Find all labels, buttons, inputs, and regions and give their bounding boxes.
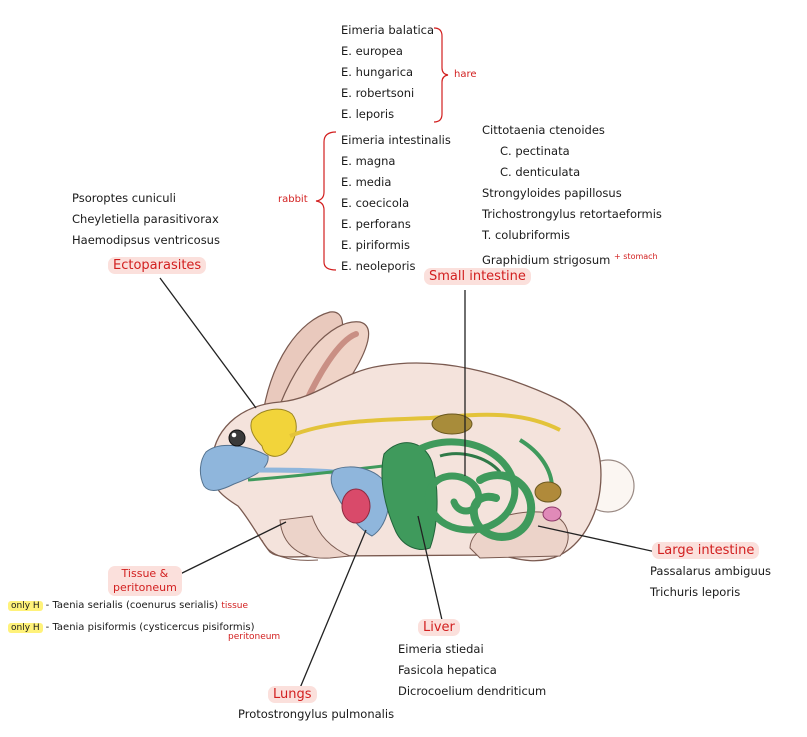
list-item: E. piriformis <box>341 238 410 252</box>
list-item: Psoroptes cuniculi <box>72 191 176 205</box>
tissue-title-line2: peritoneum <box>113 581 177 594</box>
list-item: Graphidium strigosum + stomach <box>482 246 662 271</box>
list-item: Trichuris leporis <box>650 585 741 599</box>
tissue-peritoneum-title: Tissue & peritoneum <box>108 566 182 596</box>
list-item: Cittotaenia ctenoides <box>482 123 605 137</box>
list-item: T. colubriformis <box>482 228 571 242</box>
rabbit-label: rabbit <box>278 194 308 205</box>
rabbit-caecum <box>534 481 562 503</box>
large-intestine-title: Large intestine <box>652 542 760 559</box>
tissue-title-line1: Tissue & <box>121 567 169 580</box>
list-item: Eimeria intestinalis <box>341 133 451 147</box>
tissue-item-2: only H- Taenia pisiformis (cysticercus p… <box>8 617 255 639</box>
list-item: E. hungarica <box>341 65 414 79</box>
graphidium-label: Graphidium strigosum <box>482 252 611 267</box>
liver-title: Liver <box>418 619 460 636</box>
taenia-serialis-text: - Taenia serialis (coenurus serialis) <box>45 600 219 611</box>
hare-species-list: Eimeria balatica E. europea E. hungarica… <box>341 20 434 125</box>
list-item: E. europea <box>341 44 403 58</box>
tissue-item-1: only H- Taenia serialis (coenurus serial… <box>8 595 248 617</box>
liver-pointer <box>417 515 443 621</box>
small-intestine-species-list: Cittotaenia ctenoides C. pectinata C. de… <box>482 120 662 271</box>
list-item: Haemodipsus ventricosus <box>72 233 220 247</box>
rabbit-nasal-cavity <box>199 444 269 491</box>
list-item: Fasicola hepatica <box>398 663 497 677</box>
list-item: E. coecicola <box>341 196 410 210</box>
taenia-pisiformis-text: - Taenia pisiformis (cysticercus pisifor… <box>45 622 255 633</box>
rabbit-bladder <box>542 506 562 522</box>
rabbit-spinal-cord <box>289 412 561 438</box>
list-item: E. leporis <box>341 107 395 121</box>
list-item: C. pectinata <box>500 144 570 158</box>
rabbit-brain <box>250 408 297 457</box>
list-item: E. perforans <box>341 217 411 231</box>
rabbit-species-list: Eimeria intestinalis E. magna E. media E… <box>341 130 451 277</box>
rabbit-eye <box>228 429 246 447</box>
list-item: Cheyletiella parasitivorax <box>72 212 219 226</box>
lungs-title: Lungs <box>268 686 317 703</box>
ectoparasites-species-list: Psoroptes cuniculi Cheyletiella parasiti… <box>72 188 220 251</box>
only-h-badge: only H <box>8 601 43 611</box>
list-item: E. neoleporis <box>341 259 416 273</box>
list-item: E. magna <box>341 154 396 168</box>
list-item: Passalarus ambiguus <box>650 564 772 578</box>
rabbit-bracket <box>315 131 337 271</box>
tissue-note: tissue <box>221 601 249 611</box>
hare-bracket <box>433 27 449 123</box>
list-item: Trichostrongylus retortaeformis <box>482 207 662 221</box>
rabbit-large-intestine <box>469 471 536 541</box>
small-intestine-title: Small intestine <box>424 268 531 285</box>
ectoparasites-title: Ectoparasites <box>108 257 207 274</box>
large-intestine-species-list: Passalarus ambiguus Trichuris leporis <box>650 561 771 603</box>
rabbit-stomach <box>431 413 473 435</box>
hare-label: hare <box>454 69 477 80</box>
rabbit-heart <box>341 488 371 524</box>
peritoneum-note: peritoneum <box>228 632 281 642</box>
list-item: C. denticulata <box>500 165 581 179</box>
list-item: Strongyloides papillosus <box>482 186 622 200</box>
ectoparasites-pointer <box>159 277 257 409</box>
only-h-badge: only H <box>8 623 43 633</box>
stomach-note: + stomach <box>614 252 658 261</box>
list-item: Eimeria stiedai <box>398 642 484 656</box>
list-item: E. robertsoni <box>341 86 415 100</box>
list-item: E. media <box>341 175 392 189</box>
tissue-pointer <box>171 521 287 579</box>
list-item: Eimeria balatica <box>341 23 435 37</box>
lungs-pointer <box>299 529 367 689</box>
large-intestine-pointer <box>537 525 657 553</box>
liver-species-list: Eimeria stiedai Fasicola hepatica Dicroc… <box>398 639 546 702</box>
list-item: Dicrocoelium dendriticum <box>398 684 547 698</box>
lungs-species: Protostrongylus pulmonalis <box>238 707 395 721</box>
